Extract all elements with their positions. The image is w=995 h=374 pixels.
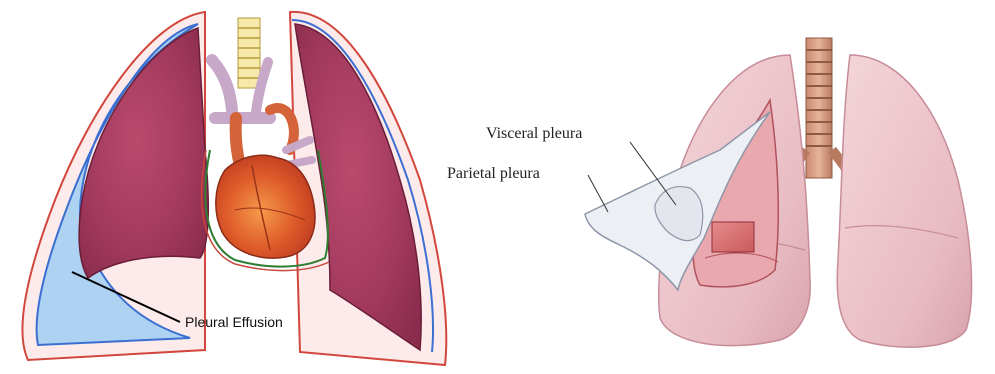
heart <box>216 155 315 258</box>
right-panel-right-lung <box>837 55 971 347</box>
left-trachea <box>238 18 260 88</box>
effusion-label: Pleural Effusion <box>185 314 283 330</box>
parietal-leader-line <box>588 175 608 212</box>
left-illustration: Pleural Effusion <box>22 12 446 365</box>
right-illustration: Visceral pleura Parietal pleura <box>447 38 972 347</box>
visceral-pleura-label: Visceral pleura <box>486 125 582 142</box>
lung-tissue-window <box>712 222 754 252</box>
parietal-pleura-label: Parietal pleura <box>447 165 540 182</box>
